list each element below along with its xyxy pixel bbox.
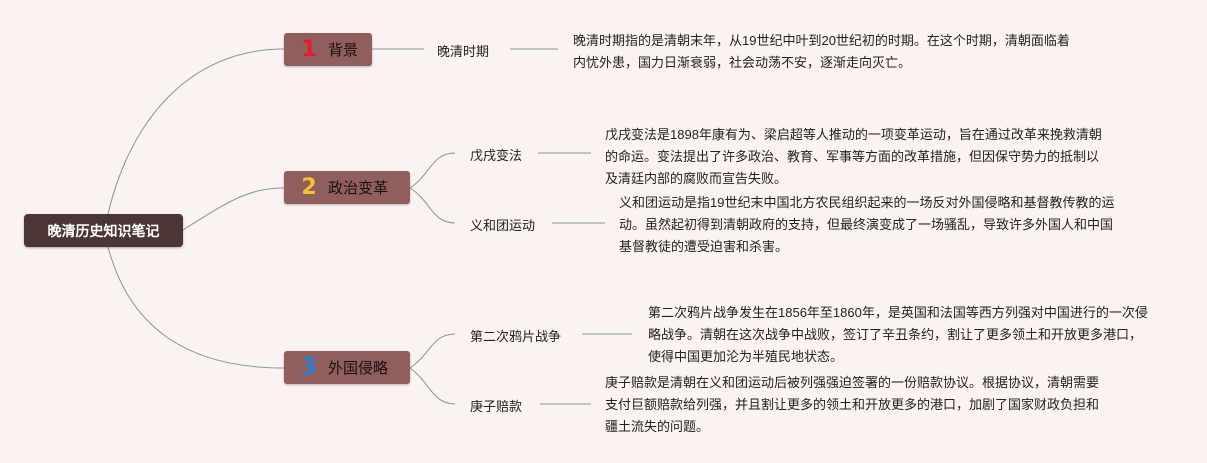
connector-root-branch-2 bbox=[182, 187, 285, 231]
branch-number-badge: 2 bbox=[301, 175, 317, 200]
topic-node[interactable]: 义和团运动 bbox=[470, 218, 536, 233]
topic-node[interactable]: 戊戌变法 bbox=[470, 148, 523, 163]
branch-number-badge: 1 bbox=[301, 37, 317, 62]
branch-node-political-reform[interactable]: 2 政治变革 bbox=[284, 171, 410, 204]
topic-description: 庚子赔款是清朝在义和团运动后被列强强迫签署的一份赔款协议。根据协议，清朝需要支付… bbox=[605, 375, 1100, 434]
branch-label: 背景 bbox=[328, 42, 359, 59]
root-node[interactable]: 晚清历史知识笔记 bbox=[24, 214, 183, 247]
connector-branch-2-topic-2 bbox=[409, 187, 456, 224]
connector-root-branch-1 bbox=[107, 48, 285, 215]
topic-description: 义和团运动是指19世纪末中国北方农民组织起来的一场反对外国侵略和基督教传教的运动… bbox=[619, 195, 1115, 254]
branch-node-foreign-invasion[interactable]: 3 外国侵略 bbox=[284, 351, 410, 384]
connector-branch-2-topic-1 bbox=[409, 152, 456, 189]
topic-description: 戊戌变法是1898年康有为、梁启超等人推动的一项变革运动，旨在通过改革来挽救清朝… bbox=[605, 127, 1102, 186]
root-title: 晚清历史知识笔记 bbox=[47, 222, 160, 239]
topic-description: 第二次鸦片战争发生在1856年至1860年，是英国和法国等西方列强对中国进行的一… bbox=[648, 305, 1148, 364]
branch-node-background[interactable]: 1 背景 bbox=[284, 33, 372, 66]
topic-description: 晚清时期指的是清朝末年，从19世纪中叶到20世纪初的时期。在这个时期，清朝面临着… bbox=[573, 33, 1070, 70]
connector-branch-3-topic-2 bbox=[409, 367, 456, 405]
branch-label: 政治变革 bbox=[328, 180, 389, 197]
connector-branch-3-topic-1 bbox=[409, 333, 456, 369]
branch-label: 外国侵略 bbox=[328, 360, 389, 377]
topic-node[interactable]: 晚清时期 bbox=[437, 44, 490, 59]
branch-number-badge: 3 bbox=[301, 355, 317, 380]
connector-root-branch-3 bbox=[107, 246, 285, 369]
topic-node[interactable]: 庚子赔款 bbox=[470, 399, 523, 414]
topic-node[interactable]: 第二次鸦片战争 bbox=[470, 329, 562, 344]
